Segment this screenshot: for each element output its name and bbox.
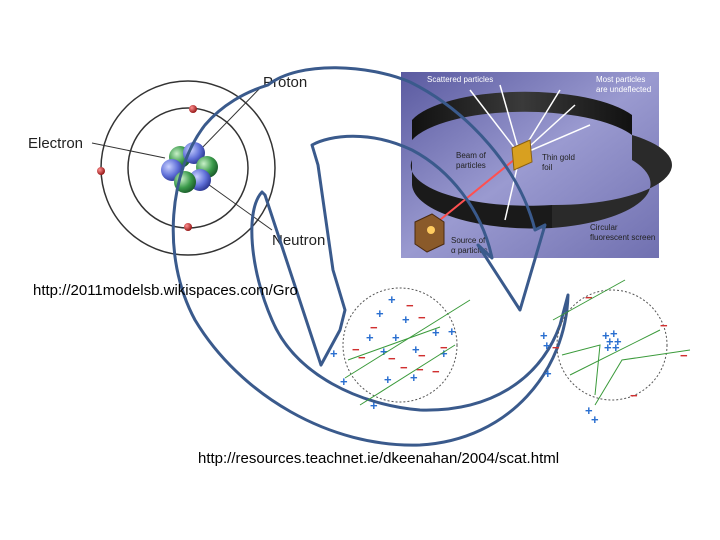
positive-charge: +	[388, 292, 396, 307]
thomson-charges: +−++−−++++−++−+−−−+−−−++++	[330, 292, 456, 413]
positive-charge: +	[370, 398, 378, 413]
negative-charge: −	[432, 364, 440, 379]
positive-charge: +	[544, 366, 552, 381]
label-foil-1: Thin gold	[542, 153, 575, 162]
alpha-path	[595, 350, 690, 405]
electron-particle	[189, 105, 197, 113]
label-beam-1: Beam of	[456, 151, 487, 160]
negative-charge: −	[406, 298, 414, 313]
label-most-undeflected-2: are undeflected	[596, 85, 651, 94]
label-foil-2: foil	[542, 163, 552, 172]
label-source-1: Source of	[451, 236, 486, 245]
negative-charge: −	[585, 290, 593, 305]
electron-particle	[184, 223, 192, 231]
electron-label: Electron	[28, 135, 83, 152]
positive-charge: +	[366, 330, 374, 345]
negative-charge: −	[552, 340, 560, 355]
source-url-atom[interactable]: http://2011modelsb.wikispaces.com/Gro	[33, 282, 298, 299]
label-screen-2: fluorescent screen	[590, 233, 655, 242]
electron-particle	[97, 167, 105, 175]
proton-leader-line	[200, 86, 262, 150]
negative-charge: −	[660, 318, 668, 333]
positive-charge: +	[376, 306, 384, 321]
negative-charge: −	[388, 351, 396, 366]
positive-charge: +	[340, 374, 348, 389]
positive-charge: +	[330, 346, 338, 361]
negative-charge: −	[418, 348, 426, 363]
label-most-undeflected-1: Most particles	[596, 75, 645, 84]
positive-charge: +	[448, 324, 456, 339]
positive-charge: +	[612, 340, 620, 355]
alpha-path	[553, 280, 625, 320]
positive-charge: +	[604, 340, 612, 355]
positive-charge: +	[402, 312, 410, 327]
rutherford-model: −++−++++++−+−−++	[540, 280, 690, 427]
label-scattered: Scattered particles	[427, 75, 493, 84]
negative-charge: −	[630, 388, 638, 403]
negative-charge: −	[358, 350, 366, 365]
alpha-path	[360, 345, 455, 405]
source-glow	[427, 226, 435, 234]
negative-charge: −	[400, 360, 408, 375]
neutron-leader-line	[205, 182, 272, 230]
positive-charge: +	[543, 338, 551, 353]
label-beam-2: particles	[456, 161, 486, 170]
negative-charge: −	[418, 310, 426, 325]
label-screen-1: Circular	[590, 223, 618, 232]
source-url-scattering[interactable]: http://resources.teachnet.ie/dkeenahan/2…	[198, 450, 559, 467]
positive-charge: +	[591, 412, 599, 427]
inner-orbit	[128, 108, 248, 228]
positive-charge: +	[384, 372, 392, 387]
atom-diagram: Proton Electron Neutron	[28, 74, 325, 255]
